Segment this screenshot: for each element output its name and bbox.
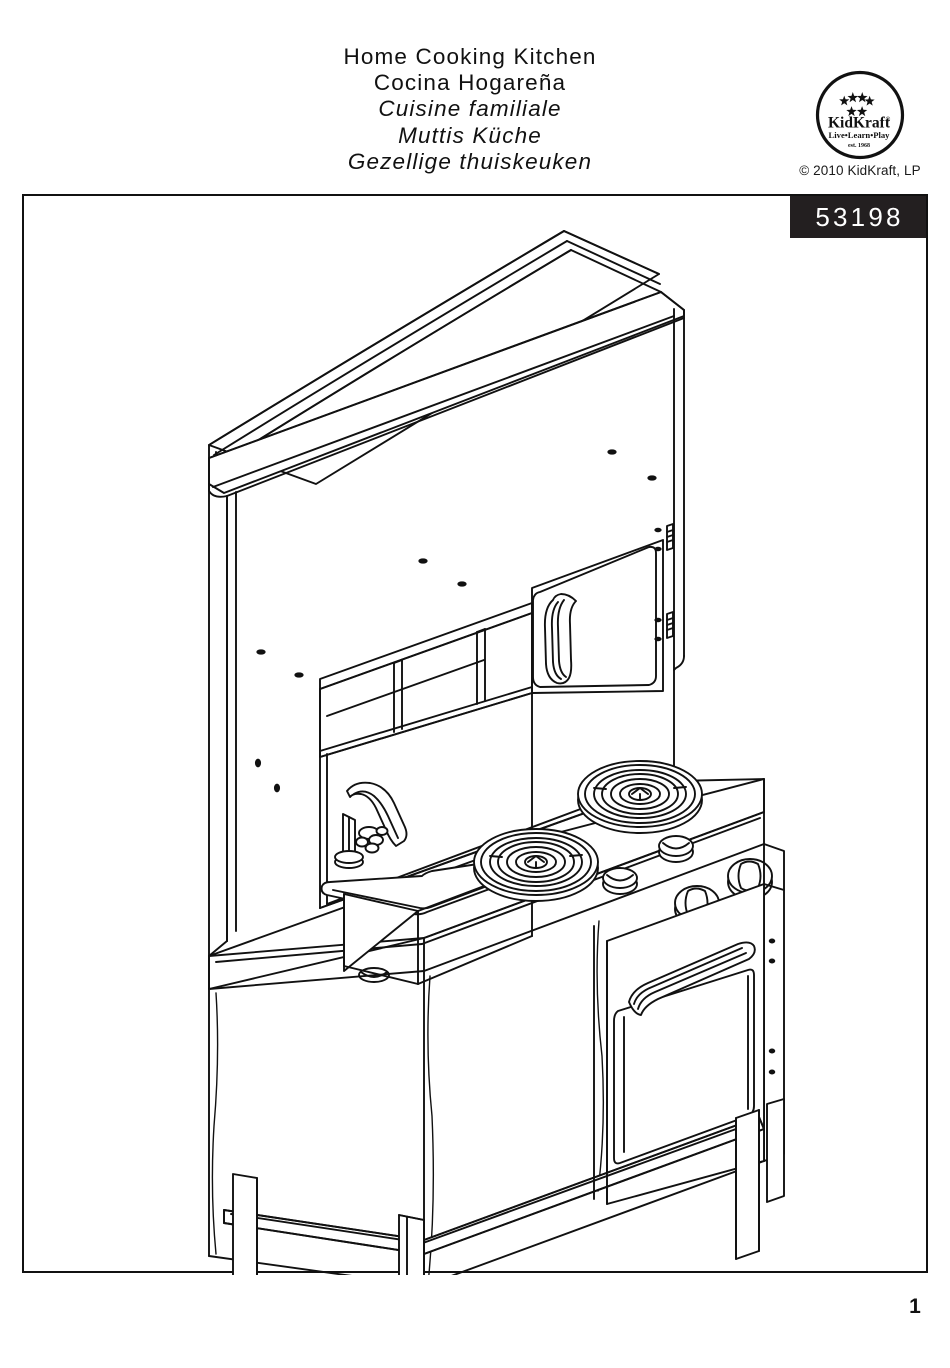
- upper-cabinet-door-handle: [543, 593, 577, 685]
- hutch-top-shelf: [208, 291, 685, 678]
- oven-door-handle: [628, 941, 756, 1016]
- part-number: 53198: [815, 202, 904, 232]
- screw-holes-top: [256, 449, 657, 678]
- title-block: Home Cooking Kitchen Cocina Hogareña Cui…: [160, 44, 780, 175]
- knob-cap-left: [602, 867, 638, 895]
- faucet-handles: [355, 826, 389, 854]
- page-header: Home Cooking Kitchen Cocina Hogareña Cui…: [0, 0, 950, 194]
- logo-established: est. 1968: [848, 143, 870, 149]
- burner-left: [473, 828, 599, 902]
- screw-holes-door-side: [654, 527, 662, 642]
- sink-drain: [358, 967, 390, 983]
- logo-registered-mark: ®: [886, 117, 891, 124]
- kidkraft-logo-icon: KidKraft ® Live•Learn•Play est. 1968: [815, 70, 905, 160]
- product-illustration: [24, 196, 930, 1275]
- screw-holes-side-panel: [254, 758, 281, 793]
- brand-logo-block: KidKraft ® Live•Learn•Play est. 1968 © 2…: [778, 70, 942, 178]
- knob-cap-right: [658, 835, 694, 863]
- faucet: [334, 781, 408, 869]
- part-number-badge: 53198: [790, 196, 926, 238]
- left-side-panel: [208, 483, 281, 957]
- cabinet-divider: [593, 925, 608, 1205]
- burner-right: [577, 760, 703, 834]
- illustration-frame: 53198: [22, 194, 930, 1275]
- title-line-de: Muttis Küche: [398, 122, 542, 148]
- title-line-fr: Cuisine familiale: [378, 96, 562, 122]
- open-shelf-cubbies: [319, 602, 533, 758]
- page-number: 1: [909, 1295, 921, 1318]
- logo-tagline: Live•Learn•Play: [829, 130, 891, 140]
- screw-holes-oven-side: [768, 938, 776, 1075]
- upper-cabinet-hinges: [666, 523, 674, 639]
- title-line-nl: Gezellige thuiskeuken: [347, 148, 593, 174]
- copyright-text: © 2010 KidKraft, LP: [799, 163, 921, 178]
- title-line-en: Home Cooking Kitchen: [343, 44, 597, 69]
- legs: [232, 1098, 785, 1275]
- title-line-es: Cocina Hogareña: [373, 70, 567, 96]
- logo-wordmark: KidKraft: [828, 115, 891, 132]
